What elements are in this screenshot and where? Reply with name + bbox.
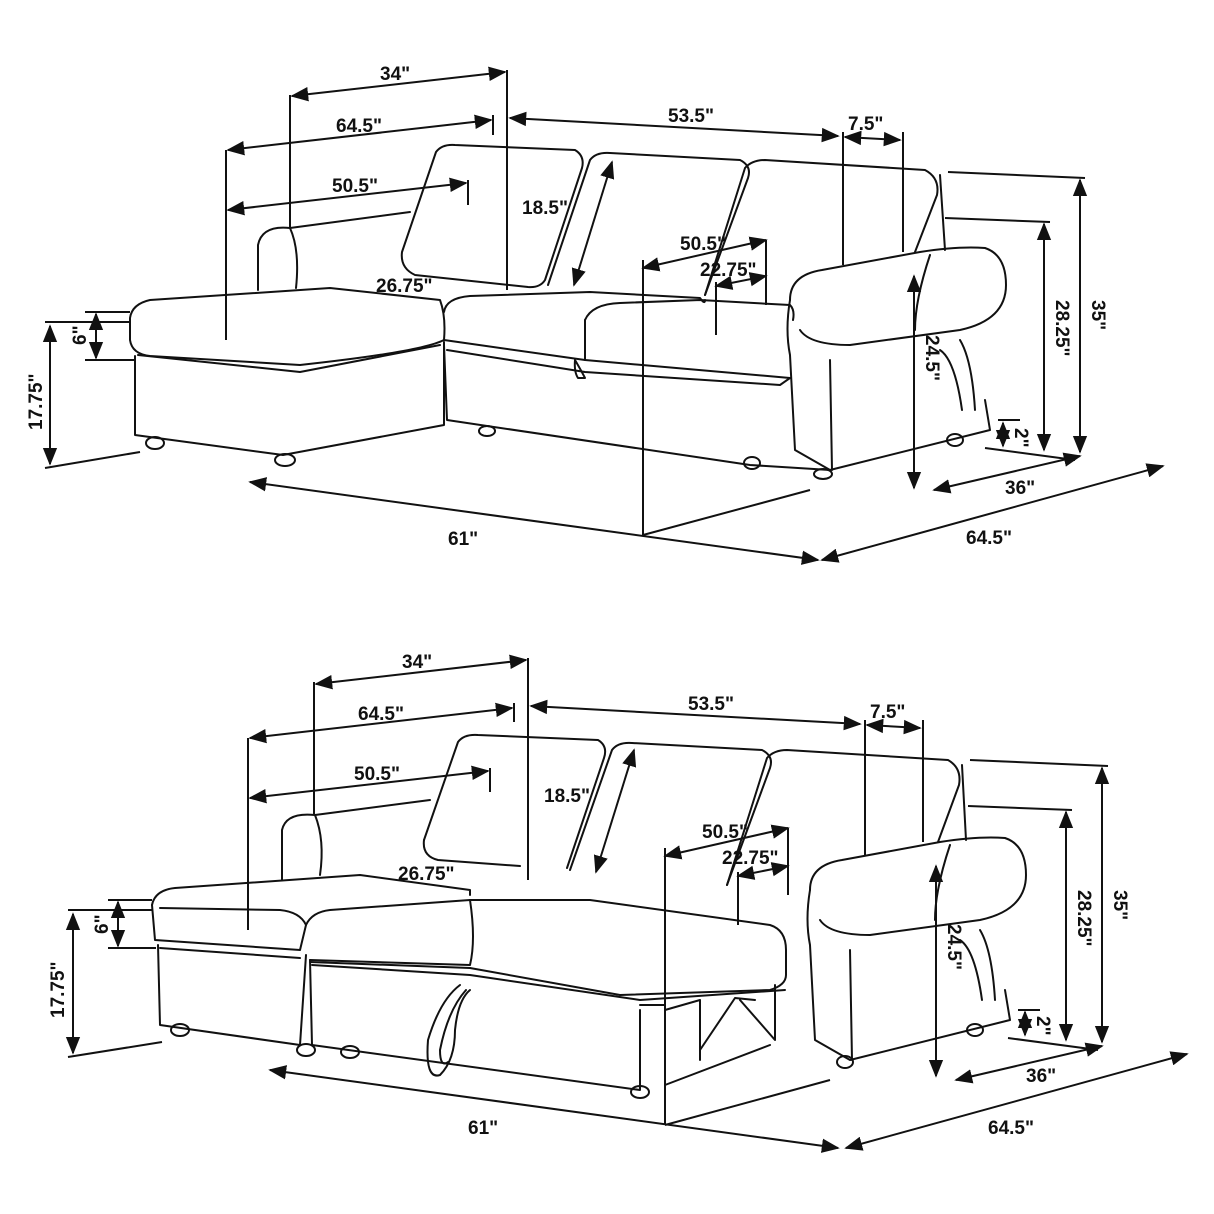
label-seat-depth: 22.75" [722, 848, 779, 869]
label-arm-height: 24.5" [921, 335, 942, 381]
label-arm-width: 7.5" [848, 114, 883, 135]
label-sofa-width: 50.5" [702, 822, 748, 843]
label-chaise-width: 50.5" [332, 176, 378, 197]
label-overall-width-top: 64.5" [358, 704, 404, 725]
label-seat-depth-top: 34" [402, 652, 432, 673]
label-arm-depth: 36" [1026, 1066, 1056, 1087]
label-overall-length: 61" [468, 1118, 498, 1139]
label-cushion-thickness: 6" [92, 914, 113, 934]
label-back-width: 53.5" [688, 694, 734, 715]
label-back-width: 53.5" [668, 106, 714, 127]
label-sofa-width: 50.5" [680, 234, 726, 255]
label-back-height: 18.5" [522, 198, 568, 219]
label-overall-width-top: 64.5" [336, 116, 382, 137]
label-leg-height: 2" [1010, 428, 1031, 448]
label-chaise-seat: 26.75" [376, 276, 433, 297]
label-overall-height: 35" [1109, 890, 1130, 920]
label-arm-width: 7.5" [870, 702, 905, 723]
sectional-closed-view: 34" 64.5" 50.5" 53.5" 7.5" 18.5" 50.5" 2… [26, 64, 1165, 565]
label-seat-depth-top: 34" [380, 64, 410, 85]
label-arm-depth: 36" [1005, 478, 1035, 499]
label-overall-depth: 64.5" [988, 1118, 1034, 1139]
label-overall-depth: 64.5" [966, 528, 1012, 549]
label-overall-length: 61" [448, 529, 478, 550]
label-overall-height: 35" [1087, 300, 1108, 330]
label-seat-height: 17.75" [26, 373, 47, 430]
label-arm-height: 24.5" [943, 924, 964, 970]
sectional-open-view: 34" 64.5" 50.5" 53.5" 7.5" 18.5" 50.5" 2… [48, 652, 1189, 1153]
label-chaise-width: 50.5" [354, 764, 400, 785]
dimension-lines [65, 654, 1189, 1153]
dimension-labels: 34" 64.5" 50.5" 53.5" 7.5" 18.5" 50.5" 2… [48, 652, 1130, 1139]
dimension-lines [42, 66, 1165, 565]
label-seat-depth: 22.75" [700, 260, 757, 281]
label-leg-height: 2" [1032, 1016, 1053, 1036]
label-cushion-thickness: 6" [70, 325, 91, 345]
sofa-drawing [129, 143, 1007, 480]
label-back-height: 18.5" [544, 786, 590, 807]
label-back-height-total: 28.25" [1073, 890, 1094, 947]
label-back-height-total: 28.25" [1051, 300, 1072, 357]
label-seat-height: 17.75" [48, 961, 69, 1018]
label-chaise-seat: 26.75" [398, 864, 455, 885]
dimension-labels: 34" 64.5" 50.5" 53.5" 7.5" 18.5" 50.5" 2… [26, 64, 1108, 550]
